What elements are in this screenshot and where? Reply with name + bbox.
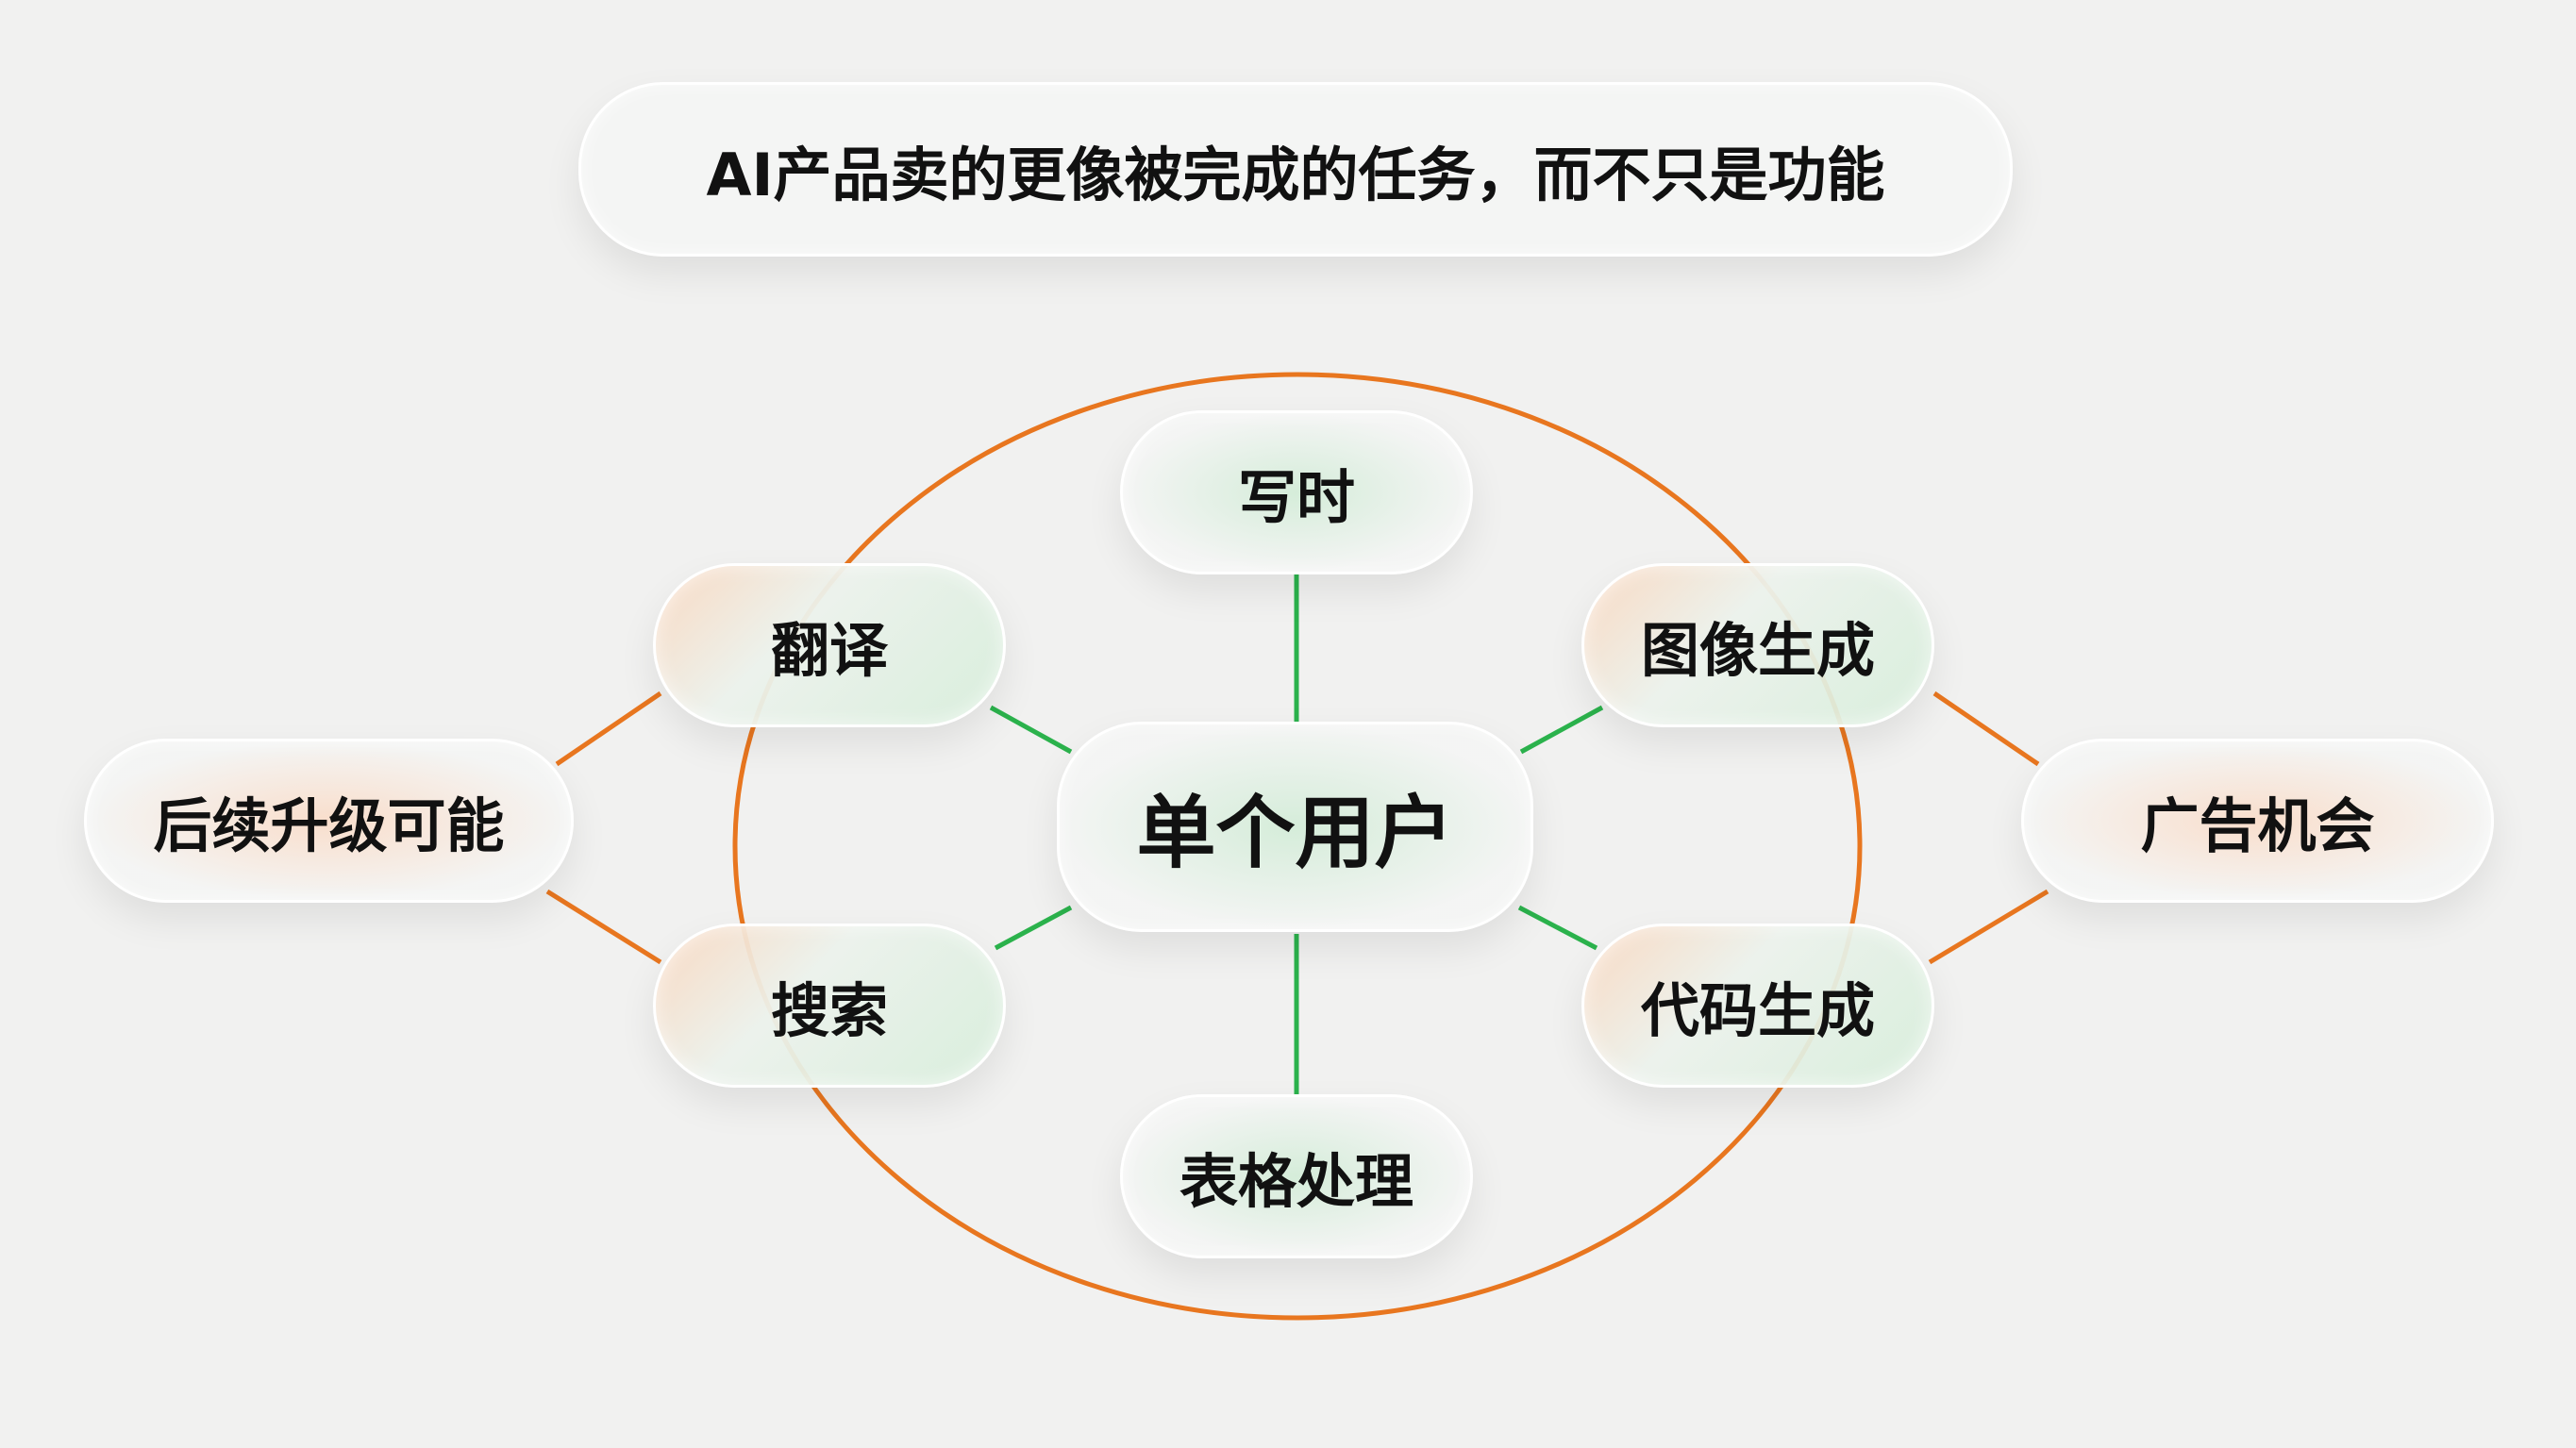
link-right-upper: [1932, 691, 2040, 767]
node-single-user: 单个用户: [1057, 722, 1533, 932]
node-code-generation: 代码生成: [1581, 924, 1934, 1088]
node-translation: 翻译: [653, 563, 1006, 727]
link-center-top-right: [1519, 705, 1604, 755]
node-spreadsheet: 表格处理: [1120, 1094, 1473, 1258]
node-writing: 写时: [1120, 410, 1473, 574]
link-center-top-left: [989, 705, 1073, 755]
link-right-lower: [1928, 889, 2049, 965]
link-left-lower: [545, 889, 662, 965]
link-center-bottom-left: [994, 905, 1073, 951]
node-ad-opportunity: 广告机会: [2021, 739, 2494, 903]
boundary-ellipse: [732, 372, 1863, 1321]
node-search: 搜索: [653, 924, 1006, 1088]
node-image-generation: 图像生成: [1581, 563, 1934, 727]
node-future-upgrades: 后续升级可能: [84, 739, 574, 903]
link-left-upper: [555, 691, 662, 767]
title-banner: AI产品卖的更像被完成的任务，而不只是功能: [578, 82, 2013, 257]
link-center-bottom-right: [1517, 905, 1598, 951]
